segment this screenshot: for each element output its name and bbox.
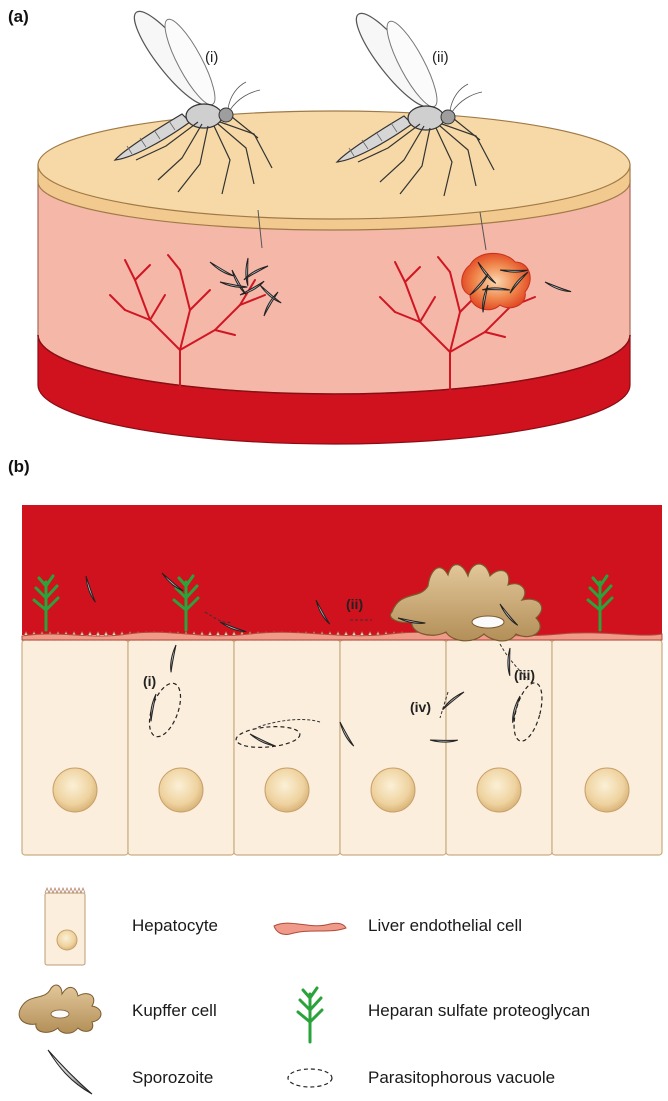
legend-parasitophorous-vacuole: Parasitophorous vacuole	[368, 1068, 555, 1087]
endothelial-cell-legend-icon	[274, 923, 346, 934]
hspg-legend-icon	[298, 988, 322, 1042]
route-label-ii: (ii)	[346, 596, 363, 612]
legend-heparan-sulfate-proteoglycan: Heparan sulfate proteoglycan	[368, 1001, 590, 1020]
liver-sinusoid	[22, 505, 662, 855]
route-label-iii: (iii)	[514, 667, 535, 683]
legend-sporozoite: Sporozoite	[132, 1068, 213, 1087]
mosquito-label-ii: (ii)	[432, 49, 449, 66]
vacuole-legend-icon	[288, 1069, 332, 1087]
hepatocyte-legend-icon	[45, 888, 85, 965]
skin-model	[38, 111, 630, 444]
legend: Hepatocyte Liver endothelial cell Kupffe…	[19, 888, 590, 1094]
legend-hepatocyte: Hepatocyte	[132, 916, 218, 935]
legend-liver-endothelial-cell: Liver endothelial cell	[368, 916, 522, 935]
kupffer-cell-legend-icon	[19, 985, 101, 1033]
route-label-iv: (iv)	[410, 699, 431, 715]
mosquito-label-i: (i)	[205, 49, 218, 66]
panel-a-label: (a)	[8, 7, 29, 26]
panel-b-label: (b)	[8, 457, 30, 476]
hepatocyte-row	[22, 640, 662, 855]
sporozoite-legend-icon	[48, 1050, 92, 1094]
route-label-i: (i)	[143, 673, 156, 689]
legend-kupffer-cell: Kupffer cell	[132, 1001, 217, 1020]
